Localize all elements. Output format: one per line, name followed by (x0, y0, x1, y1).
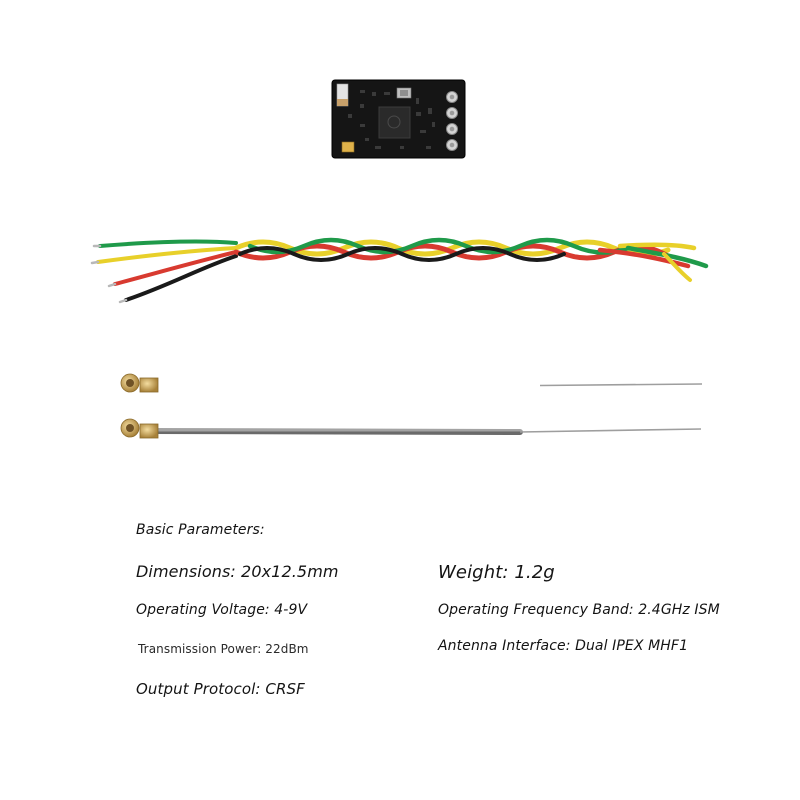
wire-yellow-end (96, 246, 238, 264)
status-led (341, 141, 355, 153)
pcb-edge (331, 79, 466, 159)
solder-pads (446, 91, 458, 151)
antenna-1 (120, 373, 703, 393)
wire-red-end (113, 250, 238, 286)
smd-components (348, 90, 435, 149)
receiver-module (331, 79, 466, 159)
wire-green-end (98, 239, 238, 248)
wire-red-right (597, 247, 691, 269)
wire-twist-yellow (233, 239, 671, 257)
antenna-1-element (539, 383, 703, 387)
wire-twist-black (238, 246, 566, 262)
antenna-2 (120, 418, 702, 439)
antenna-2-cable (147, 428, 523, 435)
wire-black-end (124, 254, 238, 302)
wire-harness (90, 237, 709, 304)
spec-frequency-band: Operating Frequency Band: 2.4GHz ISM (438, 602, 720, 618)
chip-logo (387, 115, 401, 129)
specs-heading: Basic Parameters: (136, 522, 265, 538)
antenna-2-ipex-connector (120, 418, 159, 439)
spec-operating-voltage: Operating Voltage: 4-9V (136, 602, 308, 618)
antenna-2-element (519, 428, 702, 433)
spec-output-protocol: Output Protocol: CRSF (136, 680, 305, 698)
spec-antenna-interface: Antenna Interface: Dual IPEX MHF1 (438, 638, 689, 654)
spec-weight: Weight: 1.2g (438, 562, 555, 583)
crystal-top (400, 90, 408, 96)
tinned-tips-left (90, 244, 128, 304)
bind-button-tab (337, 99, 348, 106)
spec-dimensions: Dimensions: 20x12.5mm (136, 562, 339, 581)
spec-transmission-power: Transmission Power: 22dBm (138, 642, 309, 656)
main-chip (378, 106, 411, 139)
wire-yellow-right (617, 242, 697, 251)
wire-twist-green (247, 237, 631, 255)
wire-green-right (625, 245, 709, 269)
wire-yellow-right-tail (662, 252, 692, 282)
antenna-1-ipex-connector (120, 373, 159, 393)
